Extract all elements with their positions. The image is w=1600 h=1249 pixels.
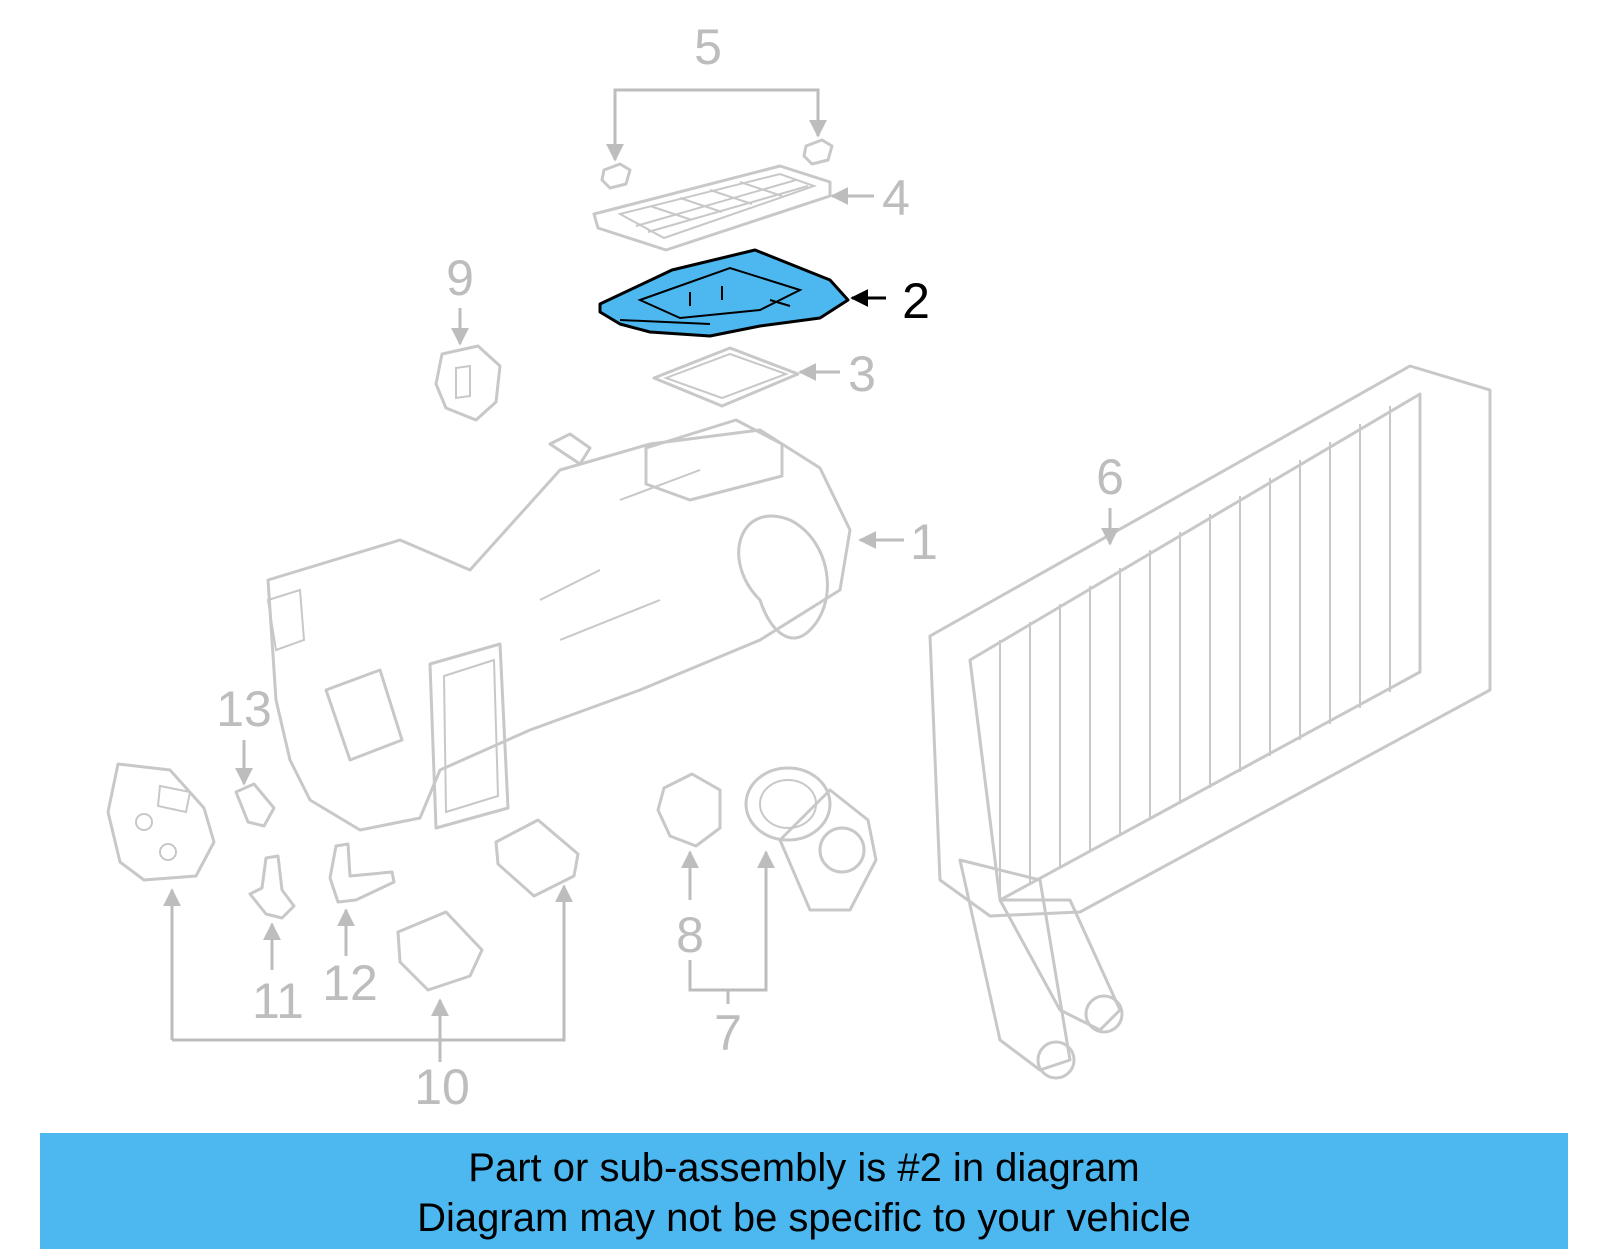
banner-line-2: Diagram may not be specific to your vehi… [417,1196,1191,1240]
part-10-actuators [106,762,580,992]
part-3-gasket [652,346,800,408]
callout-6: 6 [1096,449,1124,505]
callout-7: 7 [714,1005,742,1061]
callout-3: 3 [848,346,876,402]
callout-4: 4 [882,170,910,226]
info-banner: Part or sub-assembly is #2 in diagram Di… [40,1133,1568,1249]
callout-12: 12 [322,955,378,1011]
part-8-resistor [656,772,722,848]
part-5-clips [600,138,834,190]
part-12-sensor [328,842,396,904]
callout-5-leader [606,88,720,162]
banner-line-1: Part or sub-assembly is #2 in diagram [468,1146,1140,1190]
part-13-actuator [234,782,276,828]
part-4-filter [592,164,832,252]
part-9-sensor [434,344,502,422]
callout-5-leader-right [720,88,827,138]
part-1-hvac-housing [266,418,852,832]
callout-13: 13 [216,681,272,737]
callout-8: 8 [676,907,704,963]
part-7-blower-motor [744,766,878,912]
callout-2: 2 [902,273,930,329]
callout-5: 5 [694,19,722,75]
callout-11: 11 [252,973,304,1029]
callout-10-leader-right [172,884,573,1042]
part-2-housing [598,248,850,338]
part-11-sensor [248,854,296,920]
callout-10: 10 [414,1059,470,1115]
callout-9: 9 [446,250,474,306]
callout-1: 1 [910,514,938,570]
part-6-heater-core [928,364,1492,1080]
